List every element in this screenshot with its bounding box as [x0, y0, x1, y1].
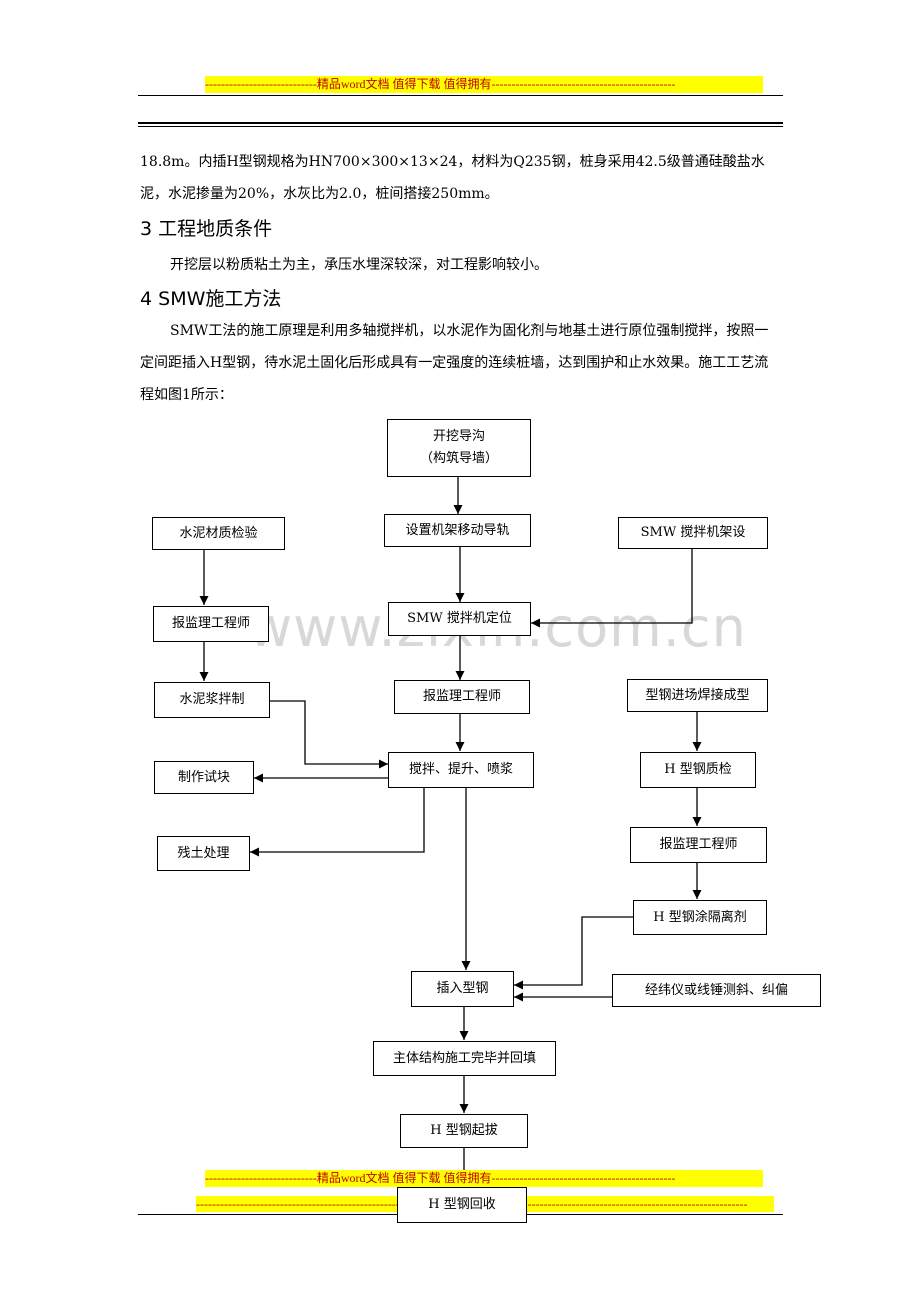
paragraph-geology: 开挖层以粉质粘土为主，承压水埋深较深，对工程影响较小。 — [170, 257, 548, 273]
paragraph-smw-method: SMW工法的施工原理是利用多轴搅拌机，以水泥作为固化剂与地基土进行原位强制搅拌，… — [140, 323, 769, 403]
flow-box-mix-lift: 搅拌、提升、喷浆 — [388, 752, 534, 788]
flow-box-report-right: 报监理工程师 — [630, 827, 767, 863]
flow-box-coating: H 型钢涂隔离剂 — [633, 900, 767, 935]
paragraph-pile-spec: 18.8m。内插H型钢规格为HN700×300×13×24，材料为Q235钢，桩… — [140, 154, 765, 202]
flow-box-recycle: H 型钢回收 — [397, 1187, 527, 1223]
flow-box-smw-position: SMW 搅拌机定位 — [388, 602, 531, 636]
heading-smw-method: 4 SMW施工方法 — [140, 288, 282, 310]
flow-box-report-left: 报监理工程师 — [153, 606, 269, 642]
header-banner: ----------------------------精品word文档 值得下… — [205, 76, 763, 93]
footer-banner-1: ----------------------------精品word文档 值得下… — [205, 1170, 763, 1187]
flow-box-steel-qc: H 型钢质检 — [640, 752, 756, 788]
flow-box-cement-check: 水泥材质检验 — [152, 517, 285, 550]
flow-box-pullout: H 型钢起拔 — [400, 1114, 528, 1148]
flow-box-slurry: 水泥浆拌制 — [154, 682, 270, 718]
flow-box-guide-rail: 设置机架移动导轨 — [384, 514, 531, 547]
flow-box-trench-line2: （构筑导墙） — [419, 451, 498, 466]
flow-box-report-center: 报监理工程师 — [394, 680, 530, 714]
flow-box-measure: 经纬仪或线锤测斜、纠偏 — [612, 974, 821, 1007]
flow-box-trench: 开挖导沟 （构筑导墙） — [387, 419, 531, 477]
flow-box-trench-line1: 开挖导沟 — [432, 429, 485, 444]
heading-geology: 3 工程地质条件 — [140, 218, 273, 240]
flow-box-soil: 残土处理 — [157, 836, 250, 871]
flow-box-backfill: 主体结构施工完毕并回填 — [373, 1041, 556, 1076]
flow-box-insert: 插入型钢 — [411, 971, 514, 1007]
header-double-rule-bottom — [138, 126, 783, 127]
flow-box-smw-setup: SMW 搅拌机架设 — [618, 517, 768, 549]
header-double-rule-top — [138, 122, 783, 124]
flow-box-steel-weld: 型钢进场焊接成型 — [627, 679, 768, 712]
flow-box-test-block: 制作试块 — [154, 761, 254, 794]
header-rule — [138, 95, 783, 96]
